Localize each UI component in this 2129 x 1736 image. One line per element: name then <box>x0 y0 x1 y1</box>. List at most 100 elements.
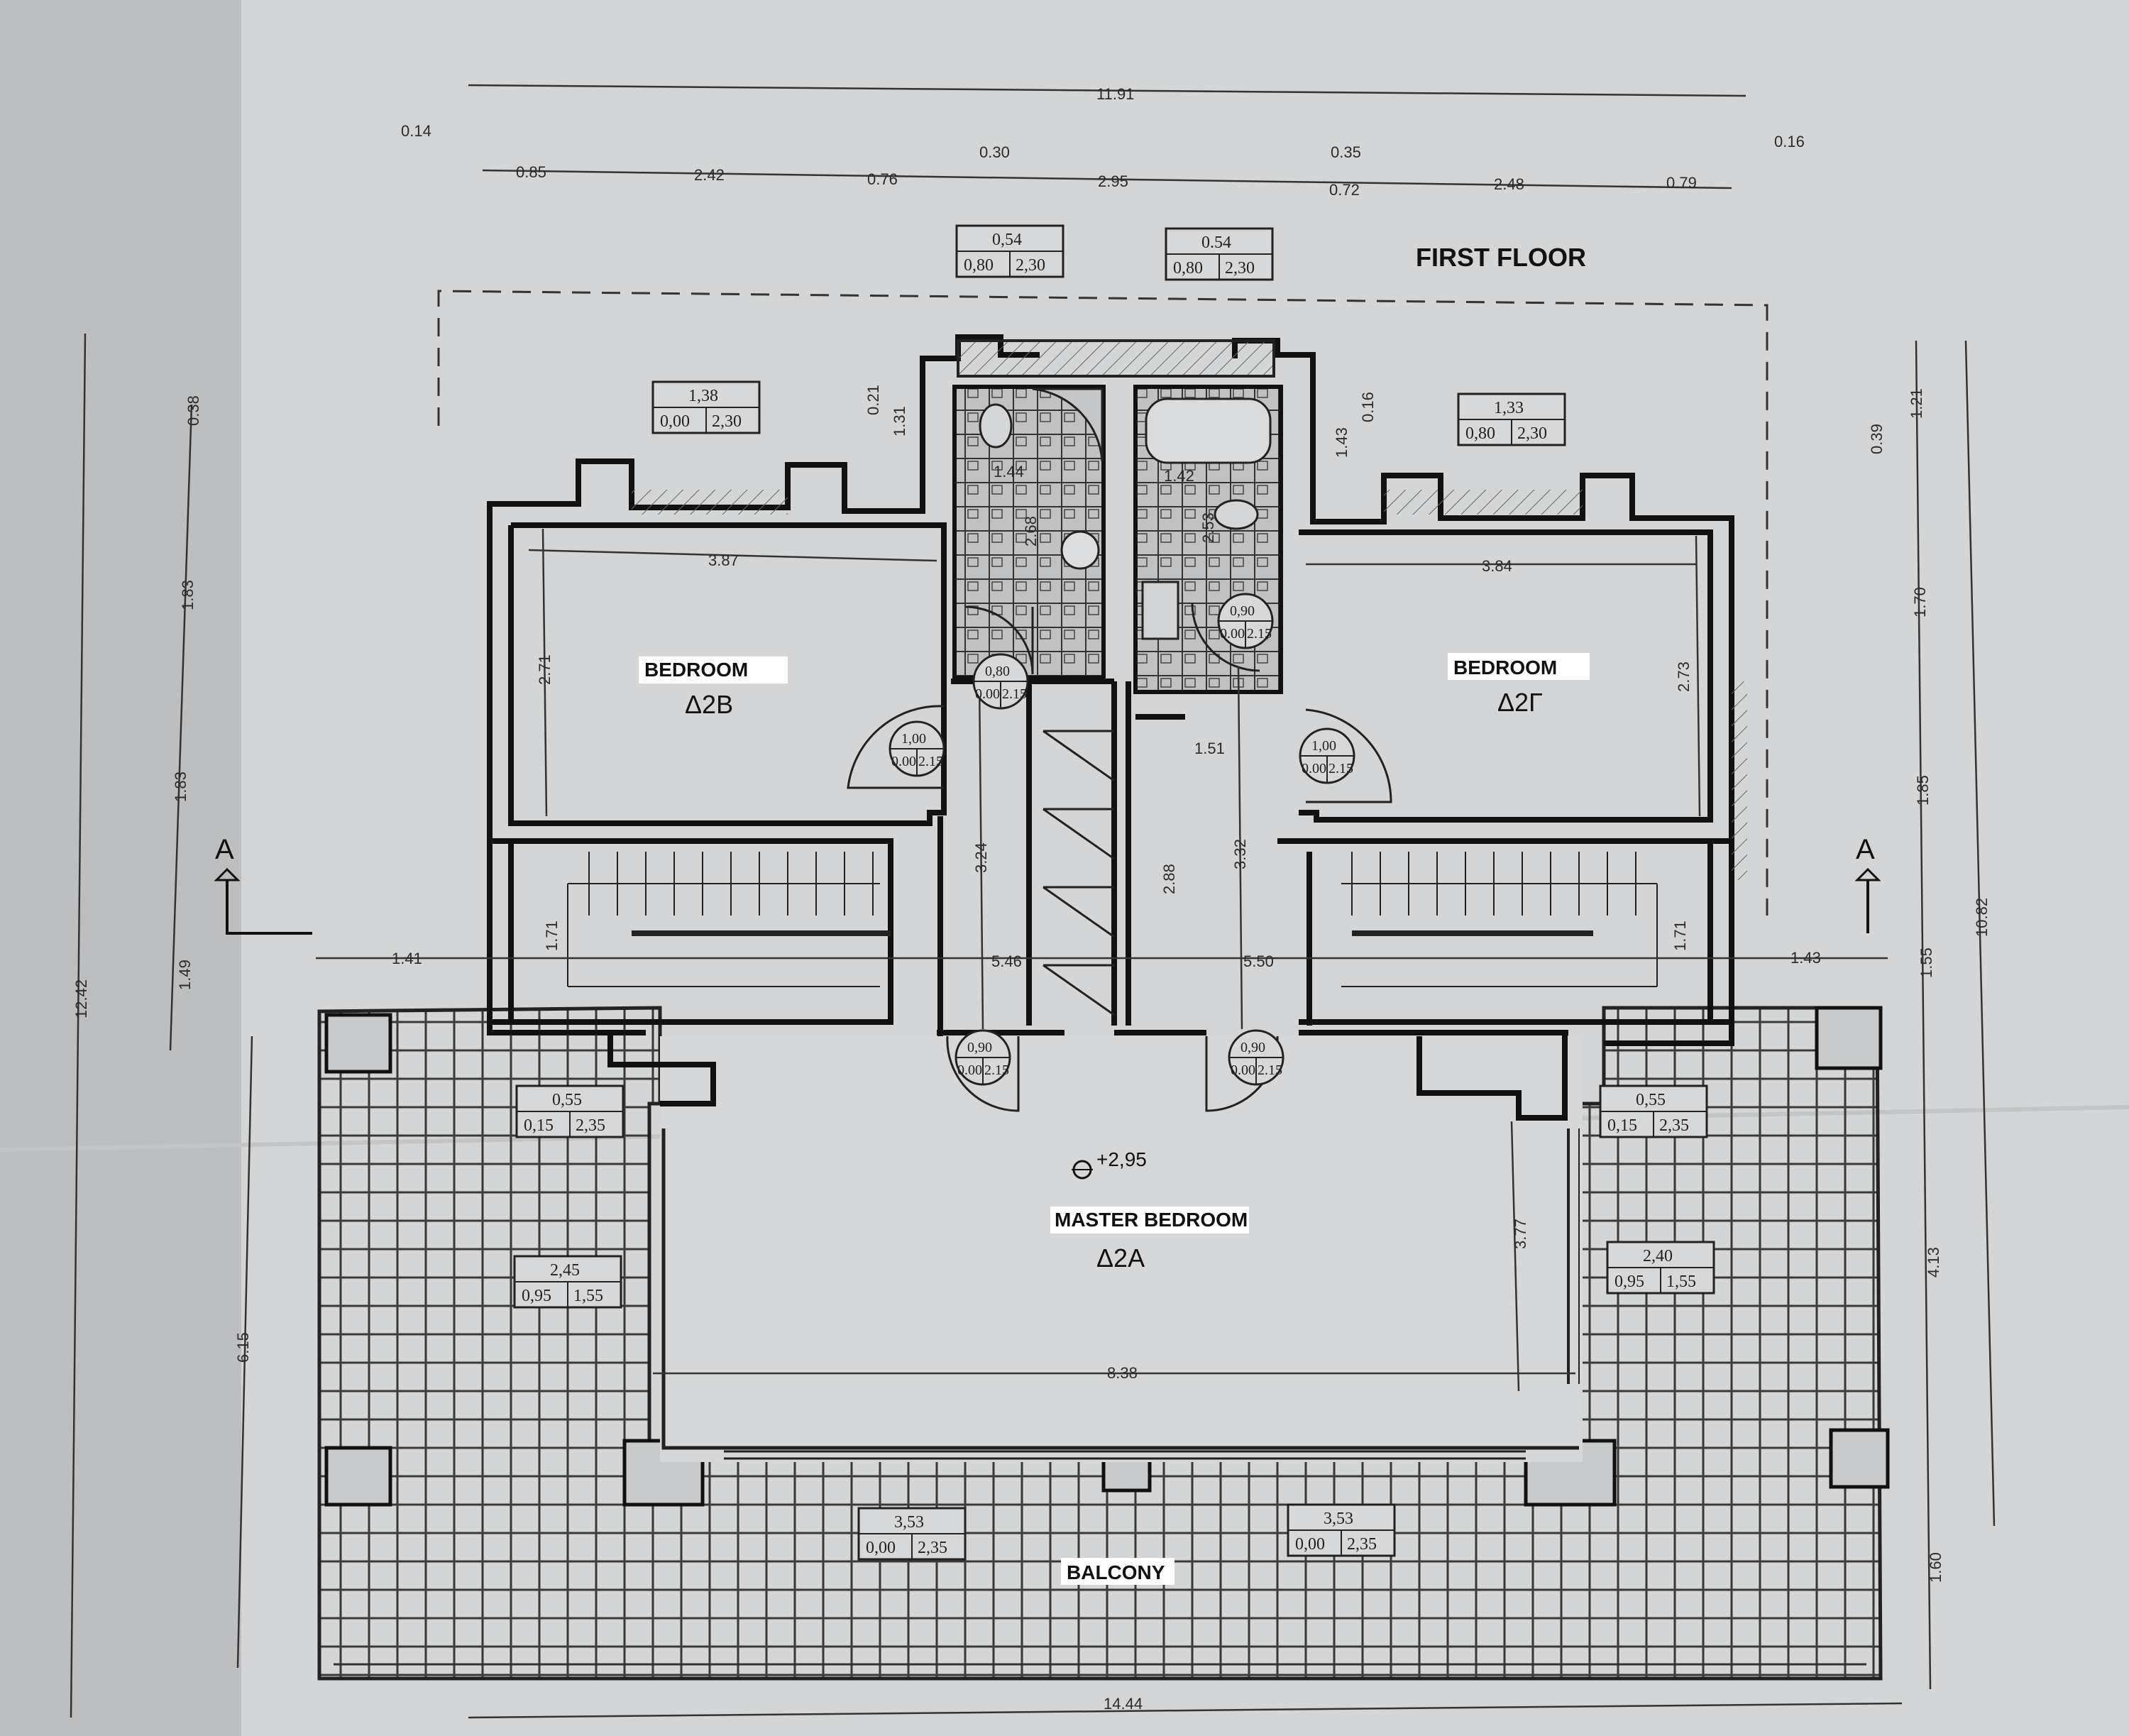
window-tag-top: 3,53 <box>894 1513 924 1532</box>
window-tag-head: 2,35 <box>1347 1535 1377 1554</box>
door-swings <box>847 603 1392 1112</box>
dim-right-e: 1.55 <box>1918 947 1935 978</box>
window-tag-sill: 0,00 <box>660 412 690 431</box>
door-tag-sill: 0.00 <box>957 1062 982 1078</box>
master-bedroom-area <box>660 1036 1583 1462</box>
window-tag-top: 0,55 <box>552 1091 582 1109</box>
dim-corridor-mid: 2.88 <box>1160 864 1178 894</box>
dim-stair-left: 1.71 <box>543 921 561 951</box>
door-tag-width: 0,90 <box>1230 603 1255 619</box>
dim-corridor-w: 1.51 <box>1194 740 1225 757</box>
window-hatch-left <box>632 490 788 515</box>
window-hatch-right <box>1384 490 1583 515</box>
dim-left-d: 1.49 <box>176 960 194 990</box>
bath-vent-hatch <box>957 339 1275 378</box>
dim-bath-left-side: 1.31 <box>891 406 908 436</box>
window-tag-head: 2,35 <box>576 1116 605 1135</box>
elevation-label: +2,95 <box>1096 1148 1147 1170</box>
window-tag-head: 2,30 <box>1517 424 1547 443</box>
window-tag-head: 2,30 <box>1225 259 1255 278</box>
dim-top-d1: 0.14 <box>401 122 431 140</box>
window-tag-head: 1,55 <box>1666 1273 1696 1291</box>
door-tag-width: 0,90 <box>967 1040 992 1055</box>
window-tag-head: 2,30 <box>1016 256 1045 275</box>
dim-top-d3: 0.35 <box>1331 143 1361 161</box>
section-marker-left: A <box>214 834 312 935</box>
room-label-bedroom-left: BEDROOM <box>644 659 748 681</box>
dim-corridor-right: 3.32 <box>1231 839 1249 869</box>
bathroom-left <box>952 385 1106 680</box>
room-code-master: Δ2Α <box>1096 1243 1145 1273</box>
window-tag-sill: 0,15 <box>1607 1116 1637 1135</box>
door-tag-height: 2.15 <box>1258 1062 1282 1078</box>
dim-bed-left-h: 2.71 <box>536 654 554 685</box>
dim-bath-right-top: 1.43 <box>1333 427 1350 458</box>
dim-master-h: 3.77 <box>1512 1219 1529 1249</box>
room-code-bedroom-right: Δ2Γ <box>1497 688 1543 717</box>
dim-left-a: 0.38 <box>185 395 202 426</box>
window-tag-head: 1,55 <box>573 1287 603 1305</box>
window-tag-top: 0,55 <box>1636 1091 1666 1109</box>
dim-right-c: 1.70 <box>1911 587 1929 617</box>
window-tag: 3,53 0,00 2,35 <box>1287 1503 1396 1557</box>
dim-side-right: 1.43 <box>1790 949 1821 967</box>
dim-corridor-left: 3.24 <box>972 842 990 873</box>
dim-top-d11: 0.79 <box>1666 174 1697 192</box>
room-label-master: MASTER BEDROOM <box>1055 1209 1248 1231</box>
label-bg-master <box>1050 1207 1249 1234</box>
door-tag-sill: 0.00 <box>1220 626 1245 642</box>
dim-top-d2: 0.30 <box>979 143 1010 161</box>
window-tag-top: 2,40 <box>1643 1247 1673 1265</box>
window-tag-sill: 0,00 <box>1295 1535 1325 1554</box>
window-tag-sill: 0,00 <box>866 1539 896 1557</box>
dim-bath-left-w: 1.44 <box>994 463 1024 480</box>
dim-bath-left-top: 0.21 <box>864 385 882 415</box>
door-tag-sill: 0.00 <box>1231 1062 1255 1078</box>
window-tag-sill: 0,95 <box>522 1287 551 1305</box>
dim-bed-left-w: 3.87 <box>708 551 739 569</box>
window-tag-sill: 0,80 <box>964 256 994 275</box>
door-tag-height: 2.15 <box>1247 626 1272 642</box>
window-tag: 0,55 0,15 2,35 <box>515 1084 625 1138</box>
window-tag-head: 2,35 <box>918 1539 947 1557</box>
door-tag-width: 1,00 <box>1311 738 1336 754</box>
section-marker-right: A <box>1854 834 1881 933</box>
dim-top-overall: 11.91 <box>1096 85 1134 103</box>
window-tag-top: 0.54 <box>1201 234 1231 252</box>
window-tag-sill: 0,15 <box>524 1116 554 1135</box>
svg-text:A: A <box>1856 834 1875 865</box>
dim-top-d5: 0.85 <box>516 163 546 181</box>
dim-right-g: 1.60 <box>1927 1552 1944 1583</box>
dim-span-right: 5.50 <box>1243 952 1274 970</box>
roof-outline <box>437 290 1768 916</box>
dim-left-c: 1.83 <box>172 771 189 802</box>
door-tag-sill: 0.00 <box>975 686 1000 702</box>
window-tag-sill: 0,80 <box>1465 424 1495 443</box>
window-tag-head: 2,30 <box>712 412 742 431</box>
door-tag-sill: 0.00 <box>891 754 916 769</box>
window-tag-head: 2,35 <box>1659 1116 1689 1135</box>
window-tag-top: 1,33 <box>1494 399 1524 417</box>
dim-right-f: 4.13 <box>1925 1247 1942 1278</box>
door-tag-height: 2.15 <box>918 754 943 769</box>
dim-top-d6: 2.42 <box>694 166 725 184</box>
window-tag-top: 2,45 <box>550 1261 580 1280</box>
dim-bath-right-h: 2.53 <box>1199 512 1217 543</box>
dim-bath-left-h: 2.68 <box>1022 516 1040 546</box>
door-tag-width: 0,80 <box>985 664 1010 679</box>
dim-right-overall: 10.82 <box>1973 898 1991 937</box>
window-tag-top: 3,53 <box>1324 1510 1353 1528</box>
dim-left-b: 1.83 <box>179 580 197 610</box>
dim-right-d: 1.85 <box>1914 775 1932 806</box>
wall-hatch-right <box>1732 681 1747 880</box>
bathroom-right <box>1133 385 1283 694</box>
stair-left <box>567 852 891 987</box>
